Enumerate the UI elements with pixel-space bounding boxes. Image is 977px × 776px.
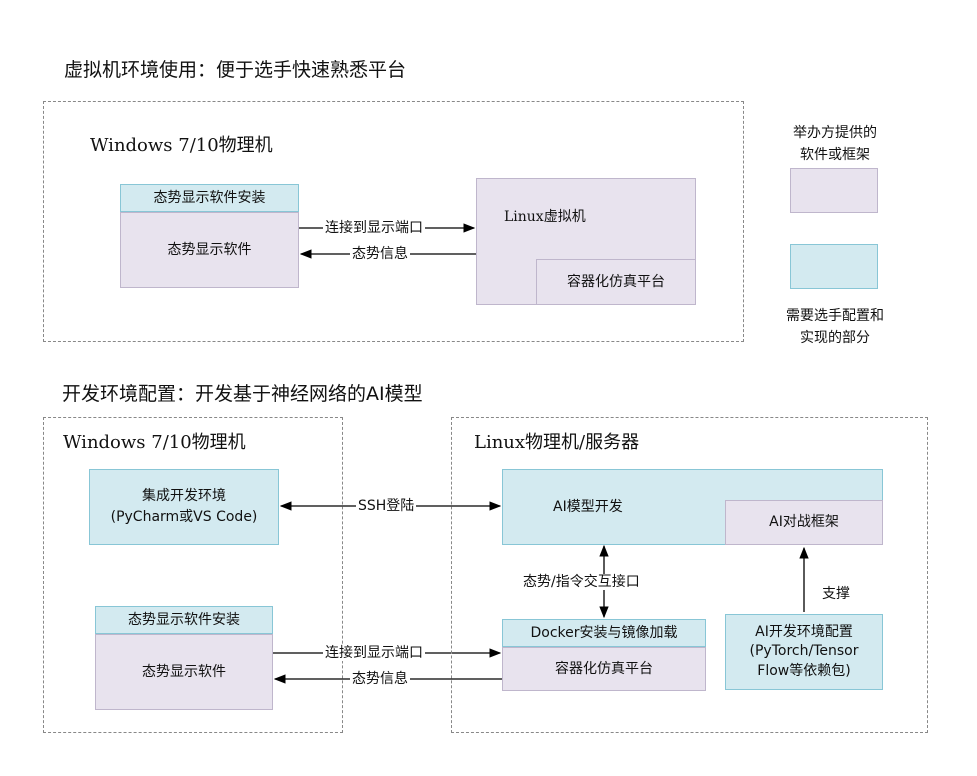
- support-label: 支撑: [820, 586, 852, 602]
- ssh-label: SSH登陆: [356, 498, 417, 514]
- bottom-linux-host-label: Linux物理机/服务器: [474, 432, 640, 453]
- top-container-platform: 容器化仿真平台: [536, 259, 696, 305]
- bottom-section-title: 开发环境配置：开发基于神经网络的AI模型: [62, 383, 423, 405]
- top-section-title: 虚拟机环境使用：便于选手快速熟悉平台: [64, 59, 407, 81]
- linux-vm-label: Linux虚拟机: [504, 209, 586, 225]
- top-host-label: Windows 7/10物理机: [90, 135, 273, 156]
- ai-framework-box: AI对战框架: [725, 500, 883, 545]
- legend-participant-swatch: [790, 244, 878, 289]
- bottom-container-platform: 容器化仿真平台: [502, 647, 706, 691]
- top-install-header: 态势显示软件安装: [120, 184, 299, 212]
- bottom-linux-frame: [451, 417, 928, 733]
- ide-box: 集成开发环境 (PyCharm或VS Code): [89, 469, 279, 545]
- ai-model-dev-label: AI模型开发: [553, 499, 623, 515]
- bottom-info-label: 态势信息: [350, 671, 410, 687]
- interaction-label: 态势/指令交互接口: [521, 574, 642, 590]
- ai-env-box: AI开发环境配置 (PyTorch/Tensor Flow等依赖包): [725, 614, 883, 690]
- legend-provided-label: 举办方提供的 软件或框架: [793, 125, 877, 164]
- bottom-connect-label: 连接到显示端口: [323, 645, 425, 661]
- bottom-windows-host-label: Windows 7/10物理机: [63, 432, 246, 453]
- bottom-install-header: 态势显示软件安装: [95, 606, 273, 634]
- legend-participant-label: 需要选手配置和 实现的部分: [786, 308, 884, 347]
- top-section-frame: [43, 101, 744, 342]
- top-connect-label: 连接到显示端口: [323, 220, 425, 236]
- legend-provided-swatch: [790, 168, 878, 213]
- top-info-label: 态势信息: [350, 246, 410, 262]
- bottom-display-software: 态势显示软件: [95, 634, 273, 710]
- top-display-software: 态势显示软件: [120, 212, 299, 288]
- bottom-windows-frame: [43, 417, 343, 733]
- docker-box: Docker安装与镜像加载: [502, 619, 706, 647]
